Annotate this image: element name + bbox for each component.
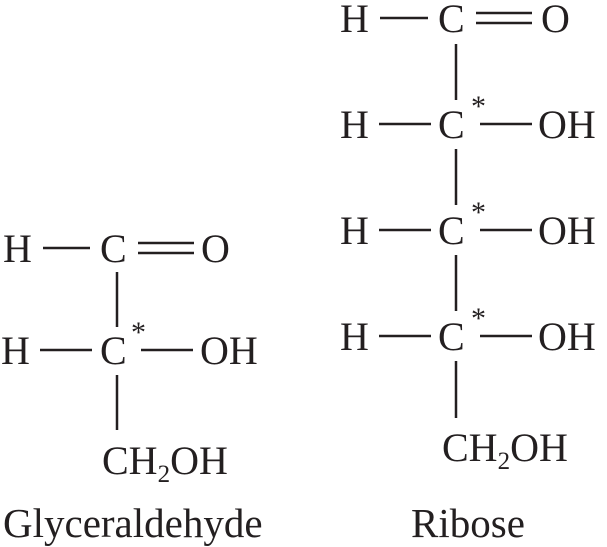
ribose-chiral-2-star: * <box>471 196 486 229</box>
ribose-chiral-1-c: C <box>438 102 465 147</box>
ribose-chiral-2-oh: OH <box>538 208 596 253</box>
ribose-aldehyde-o: O <box>541 0 570 41</box>
glyceraldehyde-ch2oh: CH2OH <box>102 438 228 488</box>
ribose-chiral-3-c: C <box>438 314 465 359</box>
glyceraldehyde-aldehyde-o: O <box>201 226 230 271</box>
glyceraldehyde-chiral-oh: OH <box>200 328 258 373</box>
glyceraldehyde-chiral-star: * <box>131 316 146 349</box>
glyceraldehyde-caption: Glyceraldehyde <box>3 500 263 546</box>
ribose-ch2oh: CH2OH <box>442 425 568 475</box>
glyceraldehyde-aldehyde-c: C <box>100 226 127 271</box>
ribose-chiral-3-oh: OH <box>538 314 596 359</box>
ribose-structure: H C O H C * OH H C * OH H C * OH CH2OH <box>340 0 596 546</box>
glyceraldehyde-structure: H C O H C * OH CH2OH Glyceraldehyde <box>1 226 263 546</box>
ribose-caption: Ribose <box>411 500 525 546</box>
glyceraldehyde-aldehyde-h: H <box>3 226 32 271</box>
ribose-chiral-1-oh: OH <box>538 102 596 147</box>
glyceraldehyde-chiral-h: H <box>1 328 30 373</box>
glyceraldehyde-chiral-c: C <box>100 328 127 373</box>
ribose-chiral-1-h: H <box>340 102 369 147</box>
ribose-chiral-1-star: * <box>471 90 486 123</box>
ribose-chiral-2-c: C <box>438 208 465 253</box>
ribose-chiral-2-h: H <box>340 208 369 253</box>
ribose-chiral-3-h: H <box>340 314 369 359</box>
ribose-chiral-3-star: * <box>471 302 486 335</box>
ribose-aldehyde-h: H <box>340 0 369 41</box>
ribose-aldehyde-c: C <box>438 0 465 41</box>
